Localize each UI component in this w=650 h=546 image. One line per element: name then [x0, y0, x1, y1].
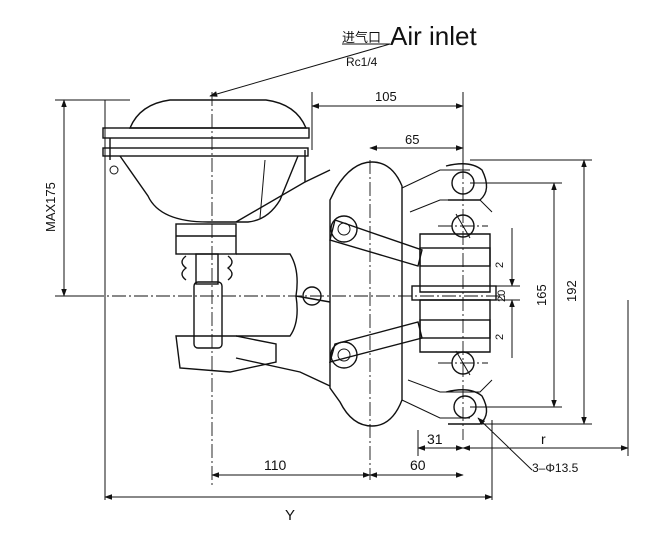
dim-overall-y: Y — [285, 507, 295, 524]
mounting-holes — [445, 163, 488, 425]
dim-60: 60 — [410, 457, 426, 473]
callout-thread: Rc1/4 — [346, 55, 378, 69]
lower-lever — [329, 321, 423, 369]
leader-lines — [209, 43, 533, 471]
dim-105: 105 — [375, 89, 397, 104]
callout-english: Air inlet — [390, 21, 477, 51]
dim-65: 65 — [405, 132, 419, 147]
dim-r: r — [541, 431, 546, 447]
center-lines — [90, 92, 505, 485]
extension-lines — [55, 92, 629, 500]
dim-max175: MAX175 — [43, 182, 58, 232]
dim-31: 31 — [427, 431, 443, 447]
callout-chinese: 进气口 — [342, 30, 381, 45]
dimension-lines — [61, 99, 629, 500]
dim-165: 165 — [534, 284, 549, 306]
dim-gap-bottom: 2 — [494, 334, 506, 340]
dim-gap-mid: 20 — [496, 290, 508, 302]
dim-gap-top: 2 — [494, 262, 506, 268]
caliper-frame — [235, 150, 470, 427]
air-cylinder — [102, 99, 310, 373]
upper-lever — [329, 215, 423, 267]
dim-holes: 3–Φ13.5 — [532, 461, 579, 475]
dim-192: 192 — [564, 280, 579, 302]
dim-110: 110 — [264, 457, 287, 473]
